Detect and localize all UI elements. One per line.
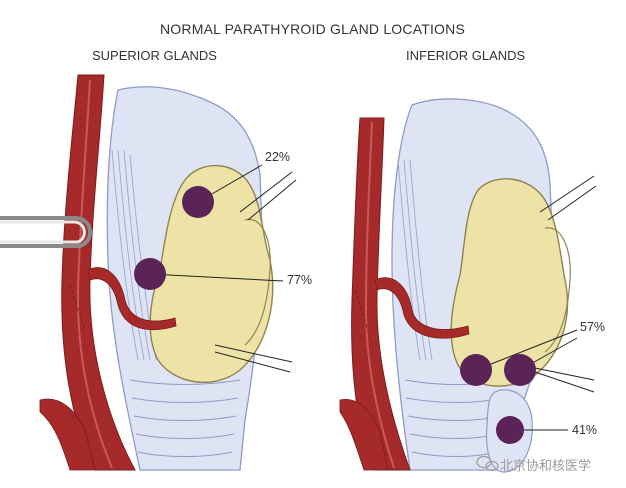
superior-gland-top bbox=[182, 186, 214, 218]
right-inferior-thyroid-artery bbox=[374, 277, 470, 339]
superior-top-percent: 22% bbox=[265, 150, 291, 164]
superior-panel-illustration bbox=[0, 74, 297, 471]
watermark-text: 北京协和核医学 bbox=[500, 458, 592, 473]
superior-glands-heading: SUPERIOR GLANDS bbox=[92, 48, 217, 63]
left-artery-dashed-segment bbox=[69, 284, 86, 331]
right-lower-artery-branch bbox=[339, 399, 389, 471]
left-artery-highlight bbox=[76, 79, 113, 469]
superior-middle-percent: 77% bbox=[287, 273, 313, 287]
inferior-lower-percent: 41% bbox=[572, 423, 598, 437]
superior-gland-middle bbox=[134, 258, 166, 290]
inferior-pair-percent: 57% bbox=[580, 320, 606, 334]
left-trachea-rings bbox=[129, 379, 241, 458]
right-leader-lines bbox=[475, 175, 597, 431]
right-muscle-fibers bbox=[397, 159, 433, 361]
right-artery-highlight bbox=[364, 121, 395, 469]
watermark-chat-icon bbox=[476, 455, 499, 472]
right-thyroid-back bbox=[544, 227, 571, 353]
left-retractor-loop bbox=[0, 216, 92, 248]
right-carotid-artery bbox=[351, 117, 411, 471]
inferior-gland-right bbox=[504, 354, 536, 386]
diagram-title: NORMAL PARATHYROID GLAND LOCATIONS bbox=[160, 21, 465, 37]
left-inferior-thyroid-artery bbox=[87, 267, 177, 331]
inferior-panel-illustration bbox=[339, 98, 597, 473]
inferior-glands-heading: INFERIOR GLANDS bbox=[406, 48, 526, 63]
left-lower-artery-branch bbox=[39, 398, 96, 471]
inferior-gland-lower bbox=[496, 416, 524, 444]
left-thyroid-back bbox=[244, 218, 271, 346]
inferior-gland-left bbox=[460, 354, 492, 386]
